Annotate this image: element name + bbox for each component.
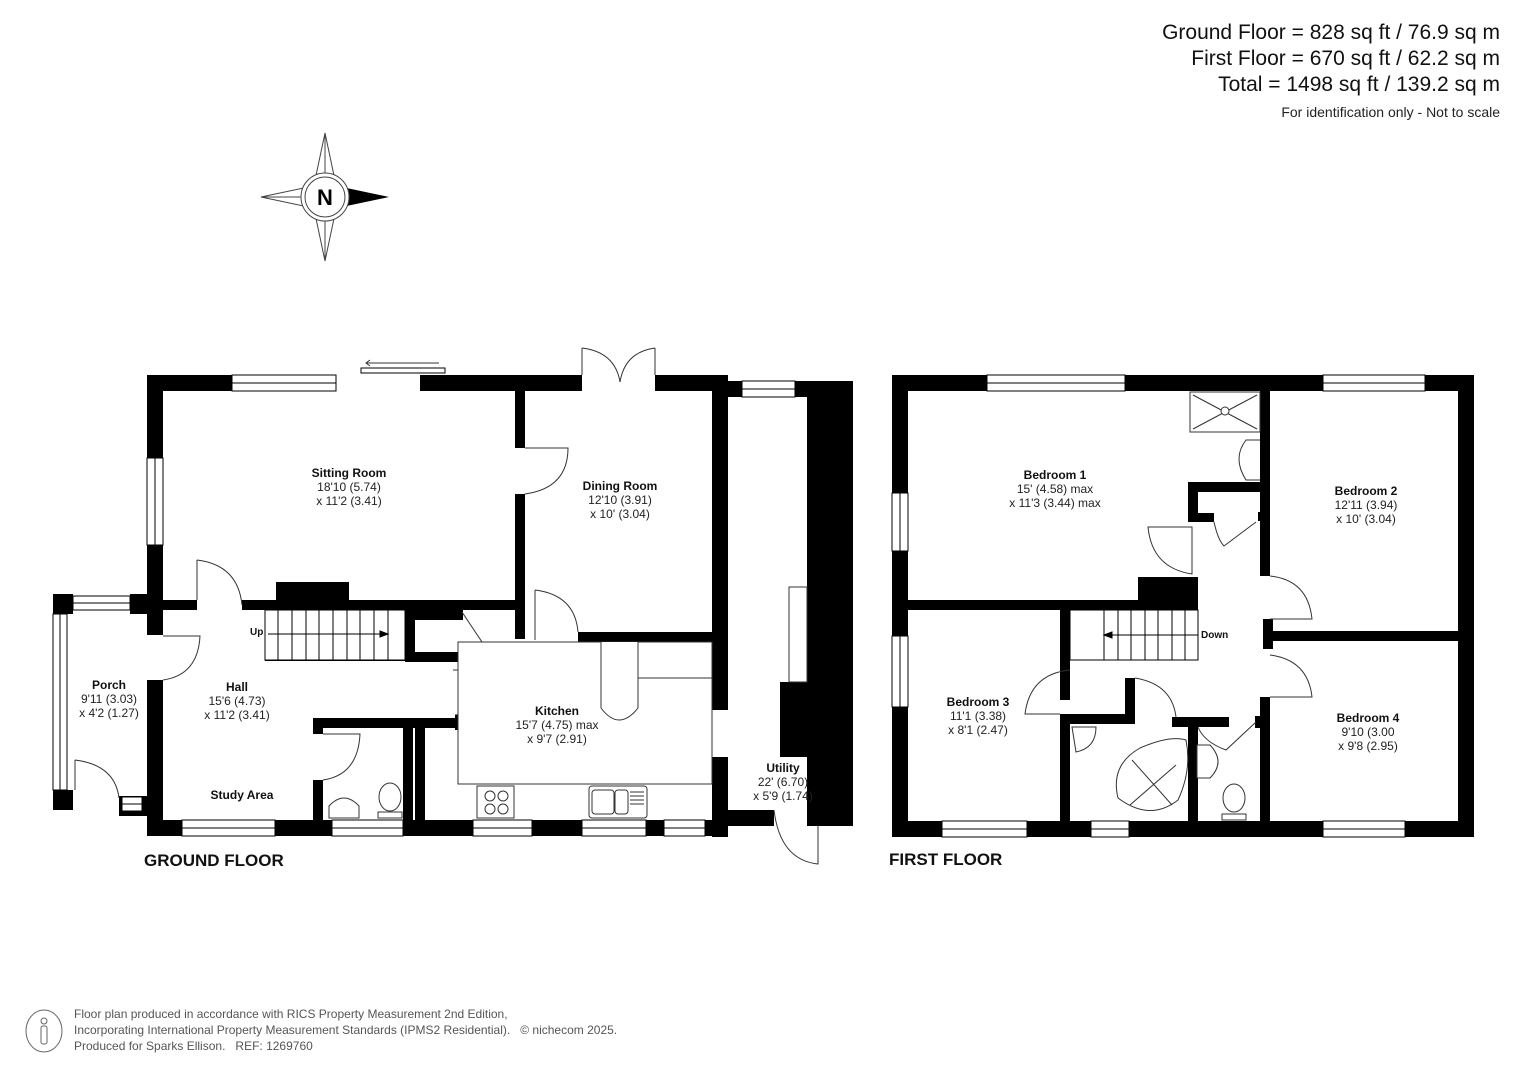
ground-floor-fixtures: [328, 586, 808, 819]
info-person-icon: [25, 1009, 63, 1053]
ground-floor-area: Ground Floor = 828 sq ft / 76.9 sq m: [1162, 21, 1500, 44]
ground-floor-stairs: [264, 609, 406, 661]
room-kitchen: Kitchen 15'7 (4.75) max x 9'7 (2.91): [515, 704, 599, 746]
room-hall: Hall 15'6 (4.73) x 11'2 (3.41): [204, 680, 270, 722]
first-floor-walls: [892, 375, 1474, 837]
stairs-down-label: Down: [1201, 630, 1229, 641]
first-floor-title: FIRST FLOOR: [889, 850, 1003, 869]
footer-line-1: Floor plan produced in accordance with R…: [74, 1007, 508, 1021]
compass-letter: N: [317, 185, 333, 210]
footer-disclaimer: Floor plan produced in accordance with R…: [74, 1006, 617, 1054]
first-floor-doors: [1024, 521, 1313, 751]
stairs-up-label: Up: [250, 627, 264, 638]
footer-line-3: Produced for Sparks Ellison. REF: 126976…: [74, 1039, 313, 1053]
ground-floor-title: GROUND FLOOR: [144, 851, 284, 870]
room-sitting-room: Sitting Room 18'10 (5.74) x 11'2 (3.41): [311, 466, 387, 508]
ground-floor-windows: [52, 367, 796, 837]
first-floor-area: First Floor = 670 sq ft / 62.2 sq m: [1191, 47, 1500, 70]
footer-line-2: Incorporating International Property Mea…: [74, 1023, 618, 1037]
room-dining-room: Dining Room 12'10 (3.91) x 10' (3.04): [582, 479, 658, 521]
room-bedroom-4: Bedroom 4 9'10 (3.00 x 9'8 (2.95): [1336, 711, 1400, 753]
first-floor-stairs: [1069, 609, 1199, 661]
copyright: © nichecom 2025.: [520, 1023, 618, 1037]
ground-floor-walls: [53, 375, 853, 837]
area-summary: Ground Floor = 828 sq ft / 76.9 sq m Fir…: [1162, 20, 1500, 120]
north-compass-icon: N: [260, 132, 389, 262]
total-area: Total = 1498 sq ft / 139.2 sq m: [1218, 73, 1500, 96]
scale-disclaimer: For identification only - Not to scale: [1281, 104, 1500, 120]
room-porch: Porch 9'11 (3.03) x 4'2 (1.27): [79, 678, 139, 720]
first-floor-windows: [891, 374, 1426, 838]
room-utility: Utility 22' (6.70) x 5'9 (1.74): [753, 761, 813, 803]
room-bedroom-1: Bedroom 1 15' (4.58) max x 11'3 (3.44) m…: [1009, 468, 1101, 510]
room-bedroom-2: Bedroom 2 12'11 (3.94) x 10' (3.04): [1334, 484, 1398, 526]
room-study-area: Study Area: [210, 788, 274, 802]
first-floor-fixtures: [1071, 391, 1261, 821]
room-bedroom-3: Bedroom 3 11'1 (3.38) x 8'1 (2.47): [946, 695, 1010, 737]
